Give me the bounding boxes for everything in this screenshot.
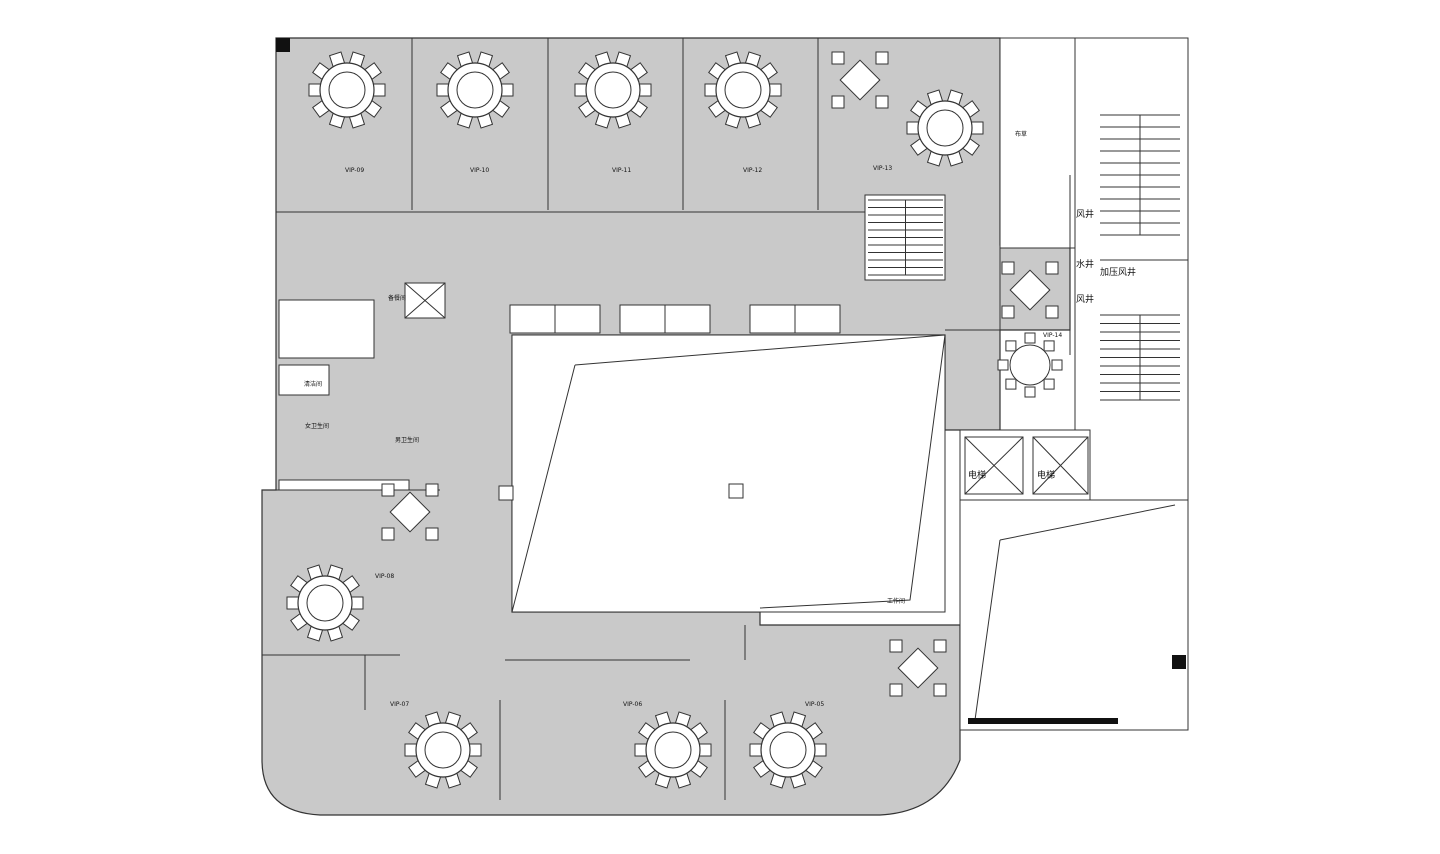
label-elevator-2: 电梯 <box>1037 469 1055 481</box>
round-table <box>436 51 514 129</box>
square-table <box>831 51 889 109</box>
elevators <box>964 436 1089 495</box>
label-elevator-1: 电梯 <box>968 469 986 481</box>
label-vip-11: VIP-11 <box>612 167 631 174</box>
stairs <box>868 114 1180 401</box>
round-table <box>308 51 386 129</box>
label-water-shaft: 水井 <box>1076 258 1094 270</box>
label-vip-12: VIP-12 <box>743 167 762 174</box>
columns <box>276 38 1186 724</box>
label-vip-13: VIP-13 <box>873 165 892 172</box>
pantry-room <box>278 299 375 359</box>
round-table <box>704 51 782 129</box>
atrium-void <box>511 334 946 613</box>
round-table <box>749 711 827 789</box>
square-table <box>1001 261 1059 319</box>
label-shaft: 风井 <box>1076 293 1094 305</box>
label-vip-06: VIP-06 <box>623 701 642 708</box>
square-table <box>889 639 947 697</box>
round-table <box>997 332 1063 398</box>
label-mens-wc: 男卫生间 <box>395 436 419 444</box>
workroom-area <box>959 499 1189 731</box>
linen-room <box>999 37 1076 249</box>
dining-table <box>749 304 841 334</box>
label-vip-10: VIP-10 <box>470 167 489 174</box>
label-pressurized-shaft: 加压风井 <box>1100 266 1136 278</box>
round-table <box>574 51 652 129</box>
round-table <box>906 89 984 167</box>
round-table <box>286 564 364 642</box>
room-labels: VIP-09 VIP-10 VIP-11 VIP-12 VIP-13 VIP-1… <box>304 130 1136 708</box>
round-table <box>404 711 482 789</box>
label-vip-14: VIP-14 <box>1043 332 1062 339</box>
dining-table <box>509 304 601 334</box>
label-vip-08: VIP-08 <box>375 573 394 580</box>
floor-areas <box>261 37 1189 816</box>
label-vip-05: VIP-05 <box>805 701 824 708</box>
label-air-shaft: 风井 <box>1076 208 1094 220</box>
square-table <box>381 483 439 541</box>
label-workroom: 工作间 <box>887 597 905 605</box>
label-womens-wc: 女卫生间 <box>305 422 329 430</box>
label-pantry: 备餐间 <box>388 294 406 302</box>
label-vip-09: VIP-09 <box>345 167 364 174</box>
dining-tables <box>286 51 1063 789</box>
label-linen: 布草 <box>1015 130 1027 138</box>
label-cleaning: 清洁间 <box>304 380 322 388</box>
round-table <box>634 711 712 789</box>
partitions <box>262 38 1188 800</box>
dining-table <box>619 304 711 334</box>
label-vip-07: VIP-07 <box>390 701 409 708</box>
